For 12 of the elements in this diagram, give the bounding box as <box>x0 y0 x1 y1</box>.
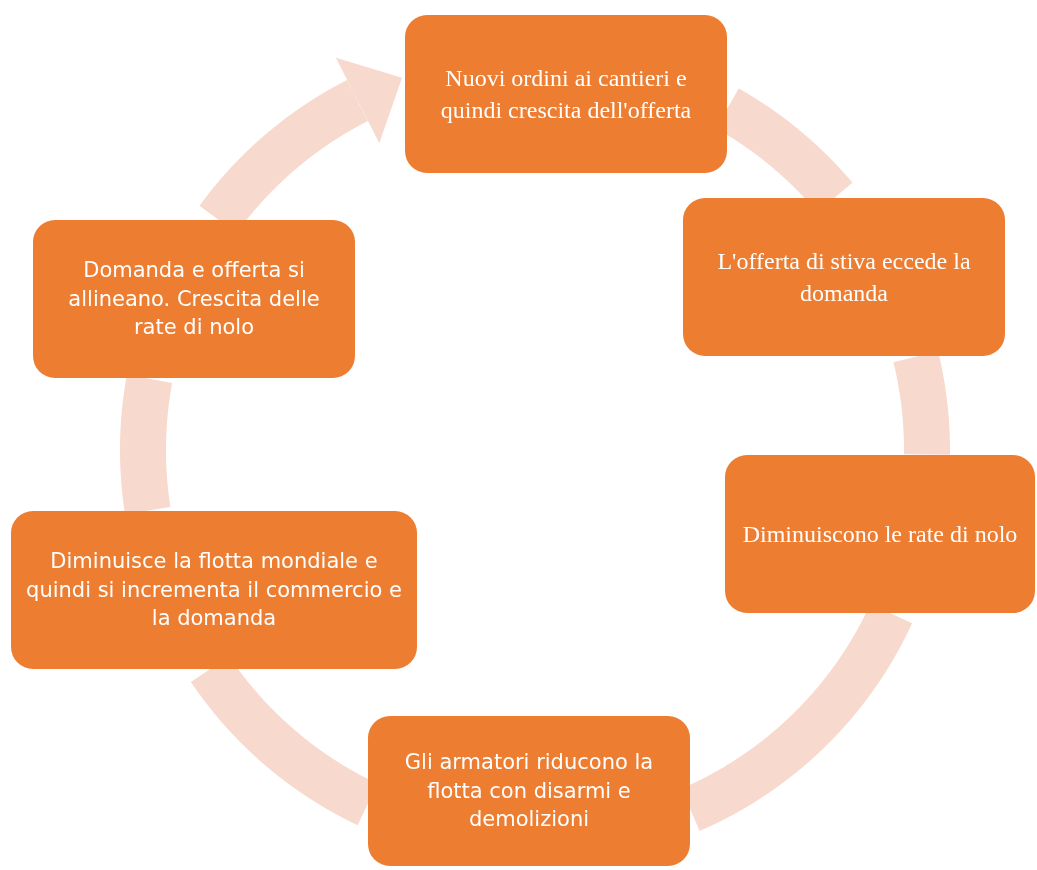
process-box <box>405 15 727 173</box>
process-box <box>725 455 1035 613</box>
process-box <box>683 198 1005 356</box>
box-text: Nuovi ordini ai cantieri e quindi crescita dell'offerta <box>439 63 693 125</box>
box-text: Diminuiscono le rate di nolo <box>742 519 1018 549</box>
box-text: Gli armatori riducono la flotta con disarmi e demolizioni <box>403 749 655 834</box>
box-text: L'offerta di stiva eccede la domanda <box>716 246 972 308</box>
box-text: Diminuisce la flotta mondiale e quindi si incrementa il commercio e la domanda <box>25 548 403 633</box>
process-box <box>368 716 690 866</box>
box-text: Domanda e offerta si allineano. Crescita delle rate di nolo <box>67 257 321 342</box>
process-box <box>33 220 355 378</box>
process-box <box>11 511 417 669</box>
